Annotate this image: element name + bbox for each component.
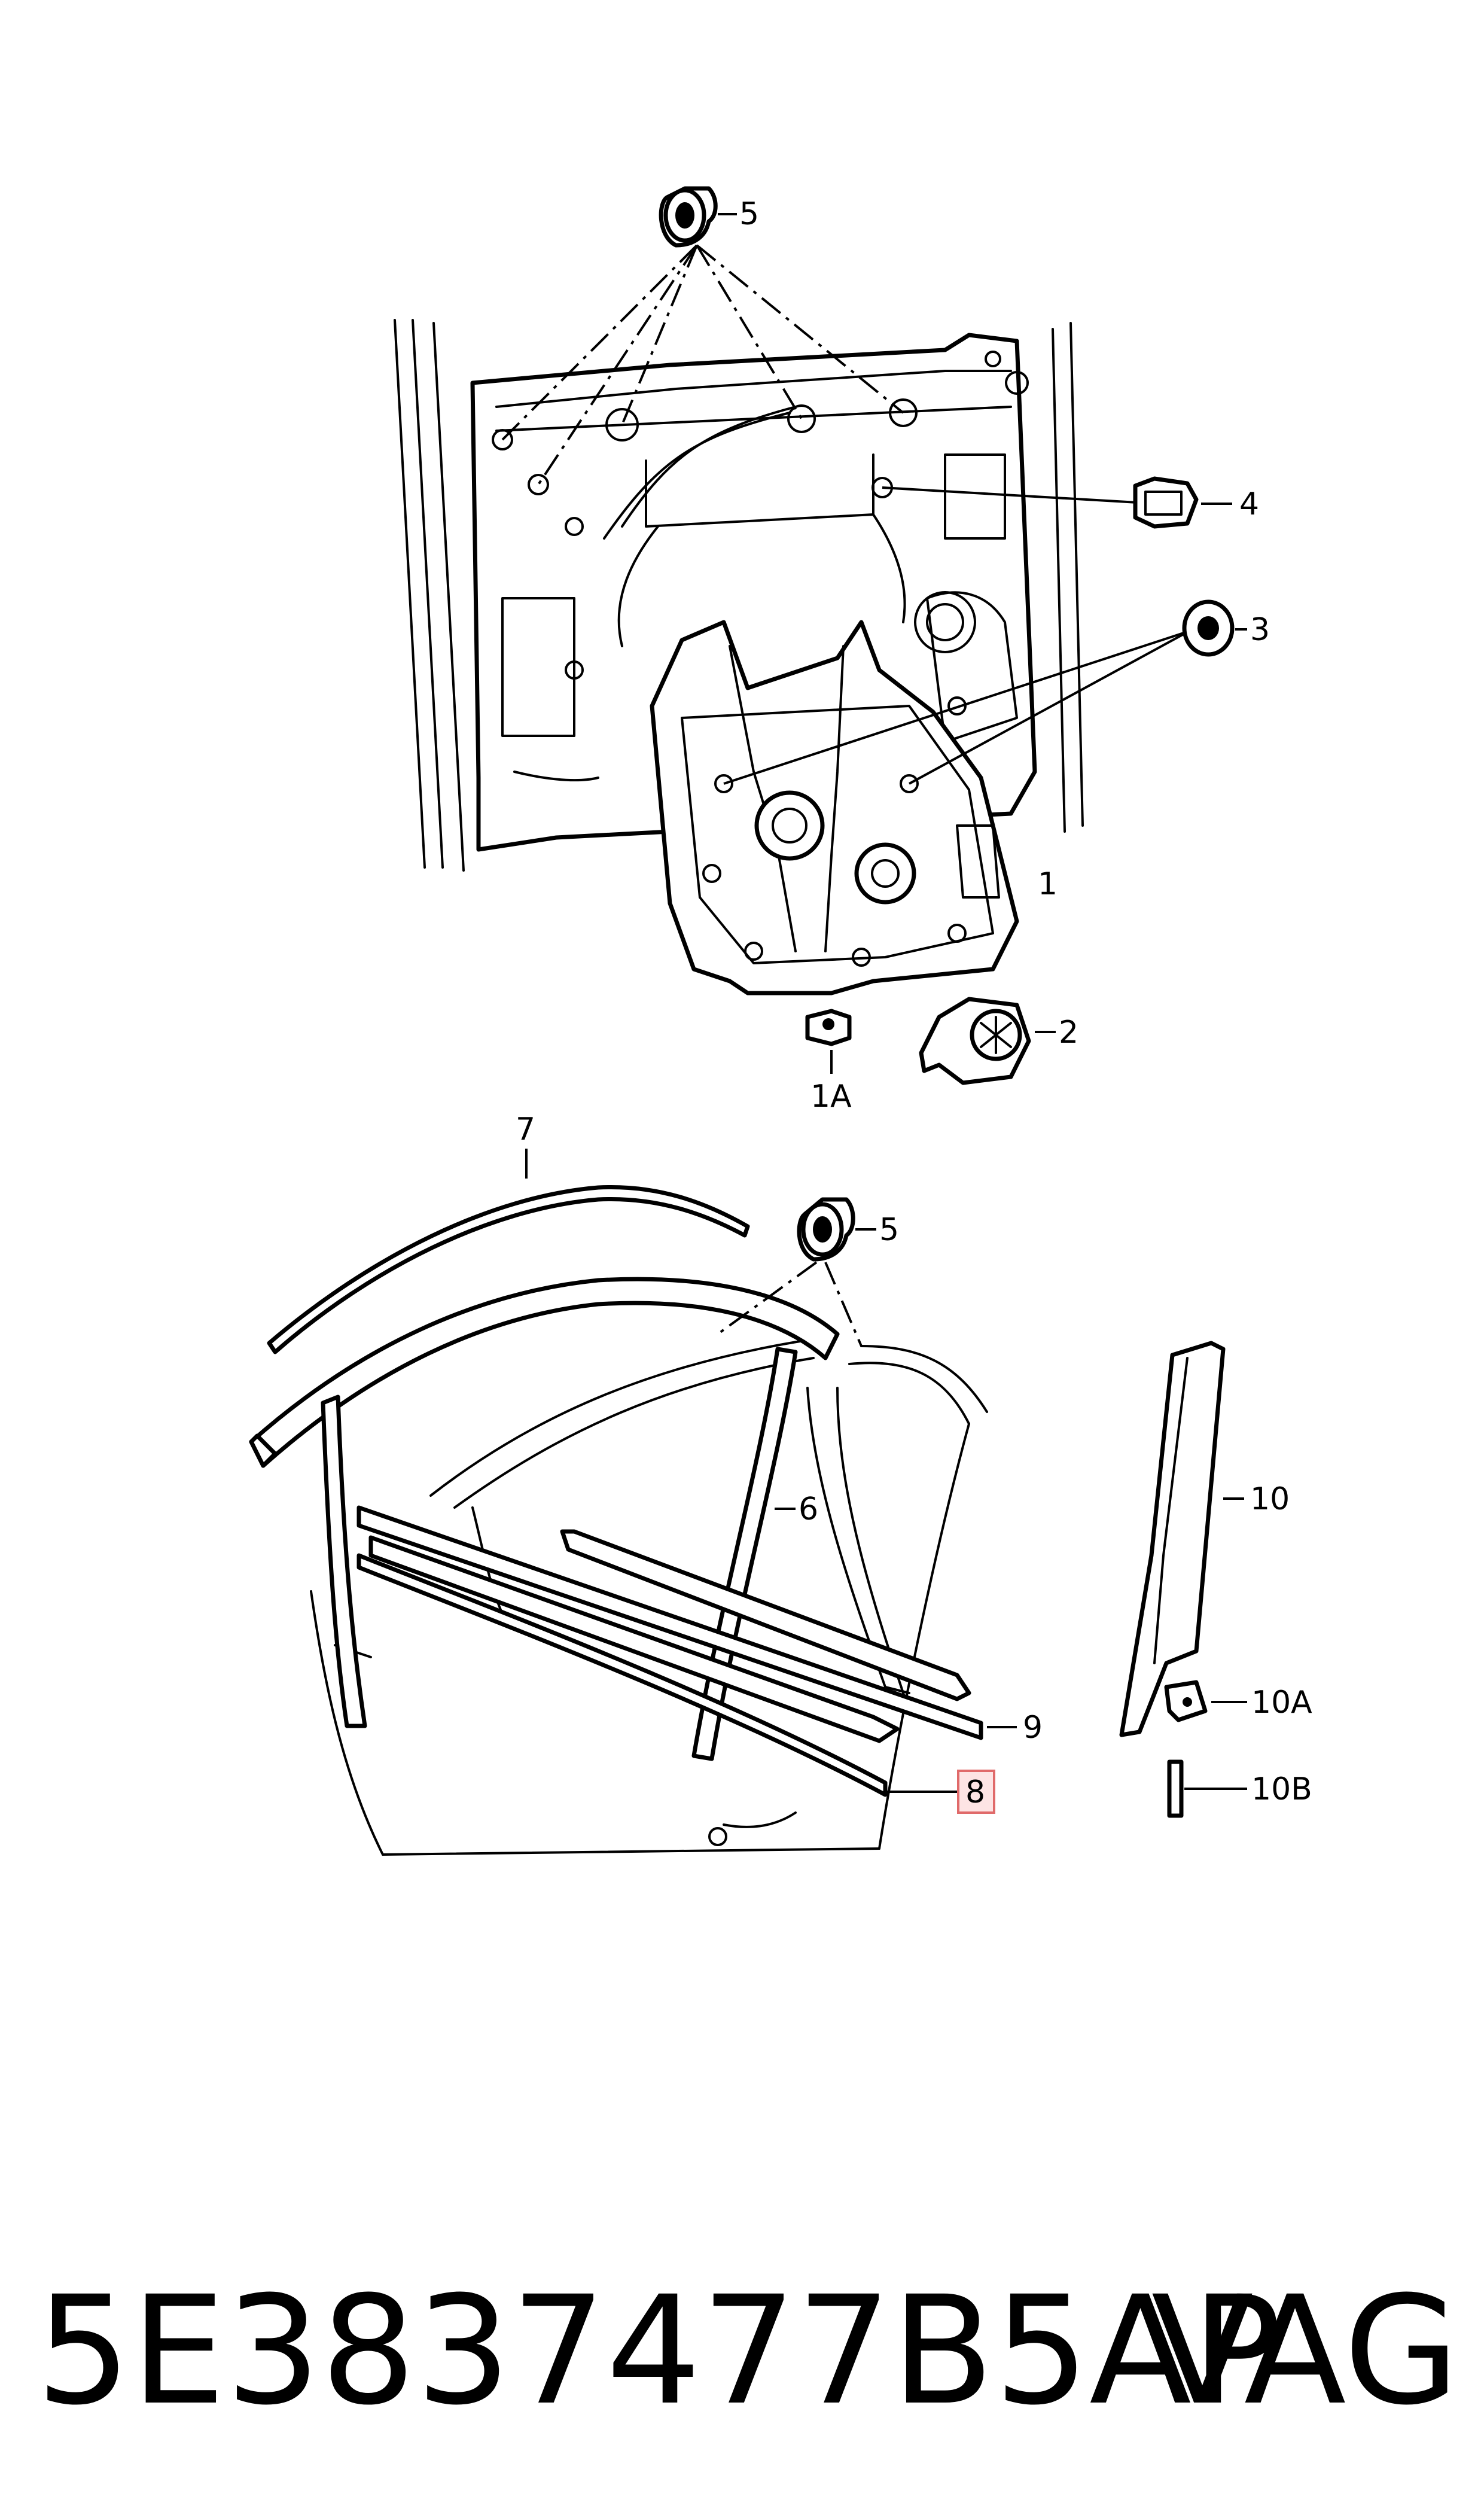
callout-10a: 10A [1251,1685,1312,1721]
callout-6: 6 [799,1491,818,1527]
footer-caption: 5E3837477B5AP VAG [36,2261,1459,2441]
strip-part-7 [267,1149,750,1354]
callout-5-top: 5 [739,196,759,232]
motor-part-2 [919,997,1056,1085]
callout-3: 3 [1250,612,1270,648]
nut-part-4 [1133,476,1232,529]
callout-9: 9 [1023,1710,1043,1746]
washer-part-3 [1182,599,1247,657]
top-leader-lines [501,244,1190,785]
grommet-part-5-bottom [717,1197,876,1510]
callout-labels: 5 4 3 1 2 1A 7 5 6 10 10A 9 8 10B [516,196,1312,1814]
callout-4: 4 [1239,486,1259,522]
part-number: 5E3837477B5AP [36,2264,1282,2438]
brand-name: VAG [1151,2264,1459,2438]
callout-10: 10 [1250,1481,1290,1517]
pillar-trim-part-10 [1119,1341,1244,1737]
pad-part-10b [1167,1759,1247,1818]
callout-7: 7 [516,1112,535,1147]
callout-10b: 10B [1251,1771,1312,1807]
callout-5-bottom: 5 [879,1212,899,1248]
callout-1a: 1A [810,1079,852,1115]
grommet-part-5-top [659,186,737,248]
callout-8[interactable]: 8 [965,1774,985,1810]
callout-1: 1 [1038,866,1058,902]
clip-part-10a [1164,1680,1247,1722]
callout-8-highlight [957,1770,995,1814]
door-inner-panel [394,319,1084,872]
belt-strips-part-8-9 [356,1505,1017,1797]
window-regulator-part-1 [650,620,1019,995]
door-outer-body [310,1339,988,1856]
screw-part-1a [805,1009,852,1074]
window-frame-seal [249,1277,840,1761]
callout-2: 2 [1059,1015,1078,1051]
